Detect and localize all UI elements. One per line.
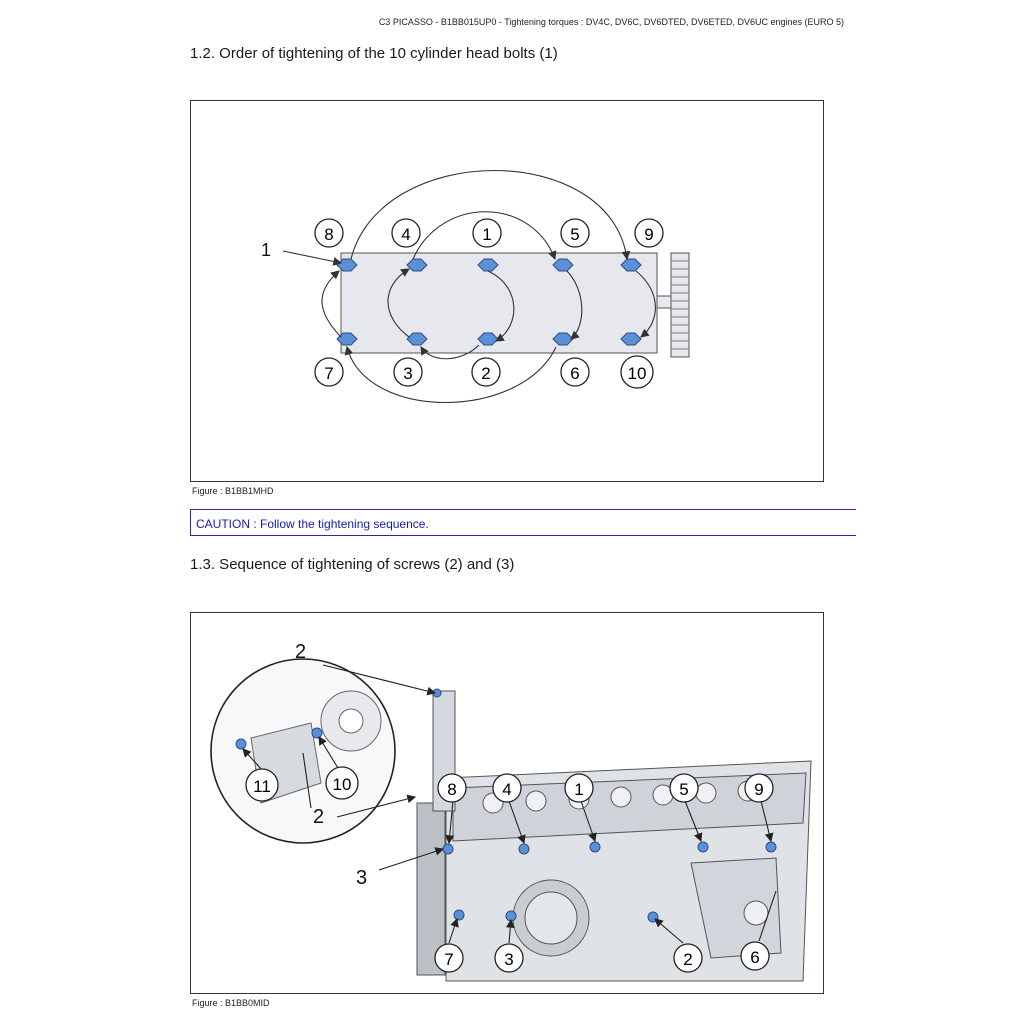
- bolt-3: [406, 332, 428, 346]
- document-header: C3 PICASSO - B1BB015UP0 - Tightening tor…: [378, 17, 844, 27]
- figure-cylinder-head-bolt-order: 1 8 4 1 5 9 7 3 2 6 10: [190, 100, 824, 482]
- bolt-order-diagram: 1 8 4 1 5 9 7 3 2 6 10: [261, 169, 690, 404]
- top-label-1: 8: [324, 225, 333, 244]
- bolt-1: [477, 258, 499, 272]
- engine-cover-illustration: [416, 690, 812, 982]
- bottom-label-4: 6: [570, 364, 579, 383]
- sequence-arrows: [321, 169, 656, 404]
- screws: [235, 688, 777, 923]
- bottom-label-5: 10: [628, 364, 647, 383]
- top-label-circles: 8 4 1 5 9: [314, 218, 664, 248]
- inset-label-top: 2: [295, 641, 306, 663]
- figure-caption-2: Figure : B1BB0MID: [192, 998, 270, 1008]
- inset-label-11: 11: [253, 777, 271, 796]
- top-label-5: 9: [644, 225, 653, 244]
- figure-screw-tightening-sequence: 2 2 11 10 3 8 4 1 5 9 7 3 2 6: [190, 612, 824, 994]
- bolt-5: [552, 258, 574, 272]
- top-label-3: 1: [482, 225, 491, 244]
- inset-label-mid: 2: [313, 806, 324, 828]
- bottom-label-1: 7: [324, 364, 333, 383]
- bolt-10: [620, 332, 642, 346]
- seq-bottom-label-2: 3: [504, 950, 513, 969]
- bottom-label-circles: 7 3 2 6 10: [314, 355, 654, 389]
- top-label-4: 5: [570, 225, 579, 244]
- bottom-label-2: 3: [403, 364, 412, 383]
- camshaft-gear: [670, 252, 690, 358]
- caution-text: CAUTION : Follow the tightening sequence…: [196, 517, 429, 531]
- section-title-cylinder-head-bolts: 1.2. Order of tightening of the 10 cylin…: [190, 45, 558, 62]
- seq-bottom-label-3: 2: [683, 950, 692, 969]
- seq-top-label-2: 4: [502, 780, 511, 799]
- inset-label-10: 10: [333, 775, 352, 794]
- section-title-screws-sequence: 1.3. Sequence of tightening of screws (2…: [190, 556, 515, 573]
- seq-bottom-label-4: 6: [750, 948, 759, 967]
- seq-top-label-3: 1: [574, 780, 583, 799]
- seq-top-label-1: 8: [447, 780, 456, 799]
- top-label-2: 4: [401, 225, 410, 244]
- seq-top-label-4: 5: [679, 780, 688, 799]
- seq-top-label-5: 9: [754, 780, 763, 799]
- side-label-3: 3: [356, 867, 367, 889]
- bolt-7: [336, 332, 358, 346]
- bolt-pointer-label: 1: [261, 240, 271, 260]
- seq-bottom-label-1: 7: [444, 950, 453, 969]
- bottom-label-3: 2: [481, 364, 490, 383]
- caution-box: CAUTION : Follow the tightening sequence…: [190, 509, 856, 536]
- screw-sequence-diagram: 2 2 11 10 3 8 4 1 5 9 7 3 2 6: [210, 641, 812, 982]
- figure-caption-1: Figure : B1BB1MHD: [192, 486, 274, 496]
